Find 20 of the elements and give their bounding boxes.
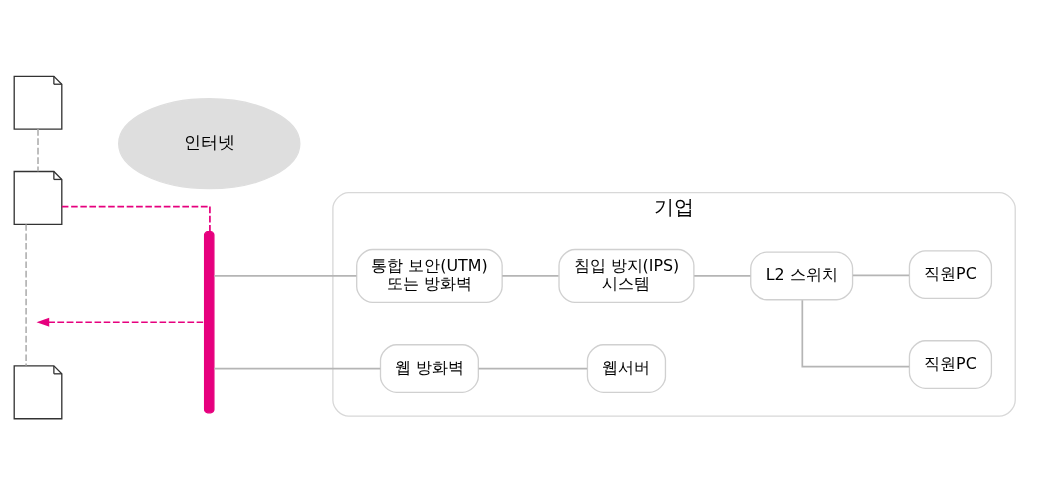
connector	[852, 274, 910, 277]
connector	[801, 299, 911, 368]
connector	[25, 223, 27, 367]
node-box: 웹 방화벽	[379, 344, 479, 393]
node-bar	[203, 231, 215, 414]
node-ellipse: 인터넷	[118, 98, 301, 190]
node-box: 통합 보안(UTM) 또는 방화벽	[356, 248, 503, 304]
node-box: 침입 방지(IPS) 시스템	[558, 248, 695, 304]
connector	[61, 205, 211, 233]
node-box: 직원PC	[908, 340, 993, 390]
connector	[213, 275, 358, 277]
node-box: 웹서버	[586, 344, 667, 393]
node-box: L2 스위치	[750, 251, 854, 301]
connector	[37, 128, 39, 173]
connector	[213, 367, 382, 370]
node-box: 직원PC	[908, 250, 993, 300]
connector	[501, 275, 560, 277]
arrow	[36, 317, 206, 327]
connector	[477, 367, 588, 370]
connector	[693, 275, 752, 277]
